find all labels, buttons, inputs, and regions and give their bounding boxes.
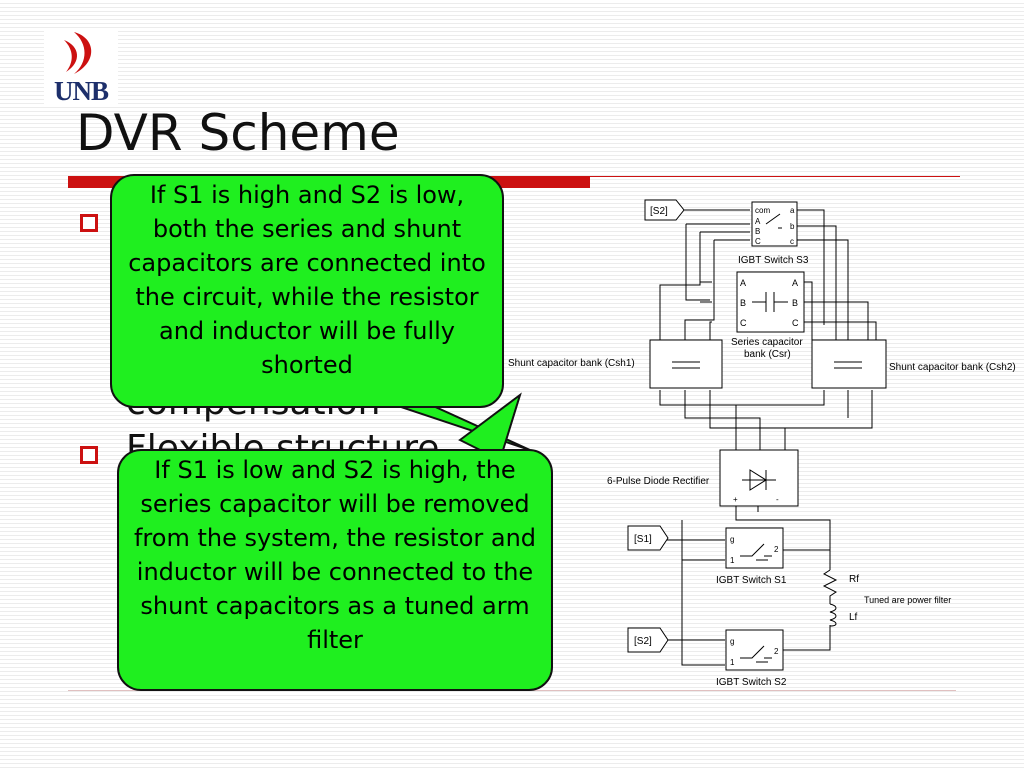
tag-s2-bottom: [S2] <box>627 627 669 653</box>
svg-text:C: C <box>792 318 799 328</box>
svg-text:[S1]: [S1] <box>634 534 652 545</box>
svg-text:-: - <box>776 495 779 504</box>
svg-text:com: com <box>755 206 770 215</box>
igbt-switch-s3: com A B C a b c IGBT Switch S3 <box>738 201 809 266</box>
svg-text:A: A <box>792 278 798 288</box>
svg-text:2: 2 <box>774 647 779 656</box>
callout-s1-low: If S1 is low and S2 is high, the series … <box>117 449 553 691</box>
diode-rectifier: + - 6-Pulse Diode Rectifier <box>607 449 799 507</box>
svg-text:IGBT Switch S1: IGBT Switch S1 <box>716 575 787 586</box>
svg-text:[S2]: [S2] <box>650 206 668 217</box>
svg-text:b: b <box>790 222 795 231</box>
svg-text:IGBT Switch S2: IGBT Switch S2 <box>716 677 787 688</box>
page-title: DVR Scheme <box>76 104 400 162</box>
svg-text:B: B <box>755 227 760 236</box>
svg-text:Series capacitor: Series capacitor <box>731 337 803 348</box>
tag-s1: [S1] <box>627 525 669 551</box>
svg-text:B: B <box>792 298 798 308</box>
svg-text:[S2]: [S2] <box>634 636 652 647</box>
dvr-circuit-diagram: [S2] com A B C a b c IGBT Switch S3 A B … <box>508 199 1016 688</box>
unb-logo: UNB <box>44 28 118 106</box>
shunt-capacitor-csh1: Shunt capacitor bank (Csh1) <box>508 339 723 389</box>
title-underline-line <box>590 176 960 177</box>
svg-text:a: a <box>790 206 795 215</box>
svg-text:1: 1 <box>730 556 735 565</box>
svg-text:+: + <box>733 495 738 504</box>
callout-s1-high: If S1 is high and S2 is low, both the se… <box>110 174 504 408</box>
svg-text:B: B <box>740 298 746 308</box>
svg-text:1: 1 <box>730 658 735 667</box>
svg-text:C: C <box>755 237 761 246</box>
shunt-capacitor-csh2: Shunt capacitor bank (Csh2) <box>811 339 1016 389</box>
svg-text:Tuned are power filter: Tuned are power filter <box>864 595 951 605</box>
igbt-switch-s2: g 1 2 IGBT Switch S2 <box>716 629 787 688</box>
svg-text:IGBT Switch S3: IGBT Switch S3 <box>738 255 809 266</box>
bullet-marker-2 <box>80 446 98 464</box>
igbt-switch-s1: g 1 2 IGBT Switch S1 <box>716 527 787 586</box>
svg-text:Shunt capacitor bank (Csh2): Shunt capacitor bank (Csh2) <box>889 362 1016 373</box>
logo-text: UNB <box>53 76 109 106</box>
svg-text:Shunt capacitor bank (Csh1): Shunt capacitor bank (Csh1) <box>508 358 635 369</box>
bullet-marker-1 <box>80 214 98 232</box>
svg-text:C: C <box>740 318 747 328</box>
svg-text:bank (Csr): bank (Csr) <box>744 349 791 360</box>
svg-text:Rf: Rf <box>849 574 859 585</box>
svg-text:g: g <box>730 535 734 544</box>
svg-text:Lf: Lf <box>849 612 858 623</box>
svg-text:g: g <box>730 637 734 646</box>
svg-text:c: c <box>790 237 794 246</box>
series-capacitor-csr: A B C A B C Series capacitor bank (Csr) <box>731 271 805 360</box>
tuned-filter: Rf Lf Tuned are power filter <box>822 569 951 627</box>
svg-text:A: A <box>755 217 761 226</box>
svg-text:6-Pulse Diode Rectifier: 6-Pulse Diode Rectifier <box>607 476 710 487</box>
logo-emblem-icon <box>64 32 92 74</box>
tag-s2-top: [S2] <box>644 199 685 221</box>
svg-text:2: 2 <box>774 545 779 554</box>
svg-text:A: A <box>740 278 746 288</box>
